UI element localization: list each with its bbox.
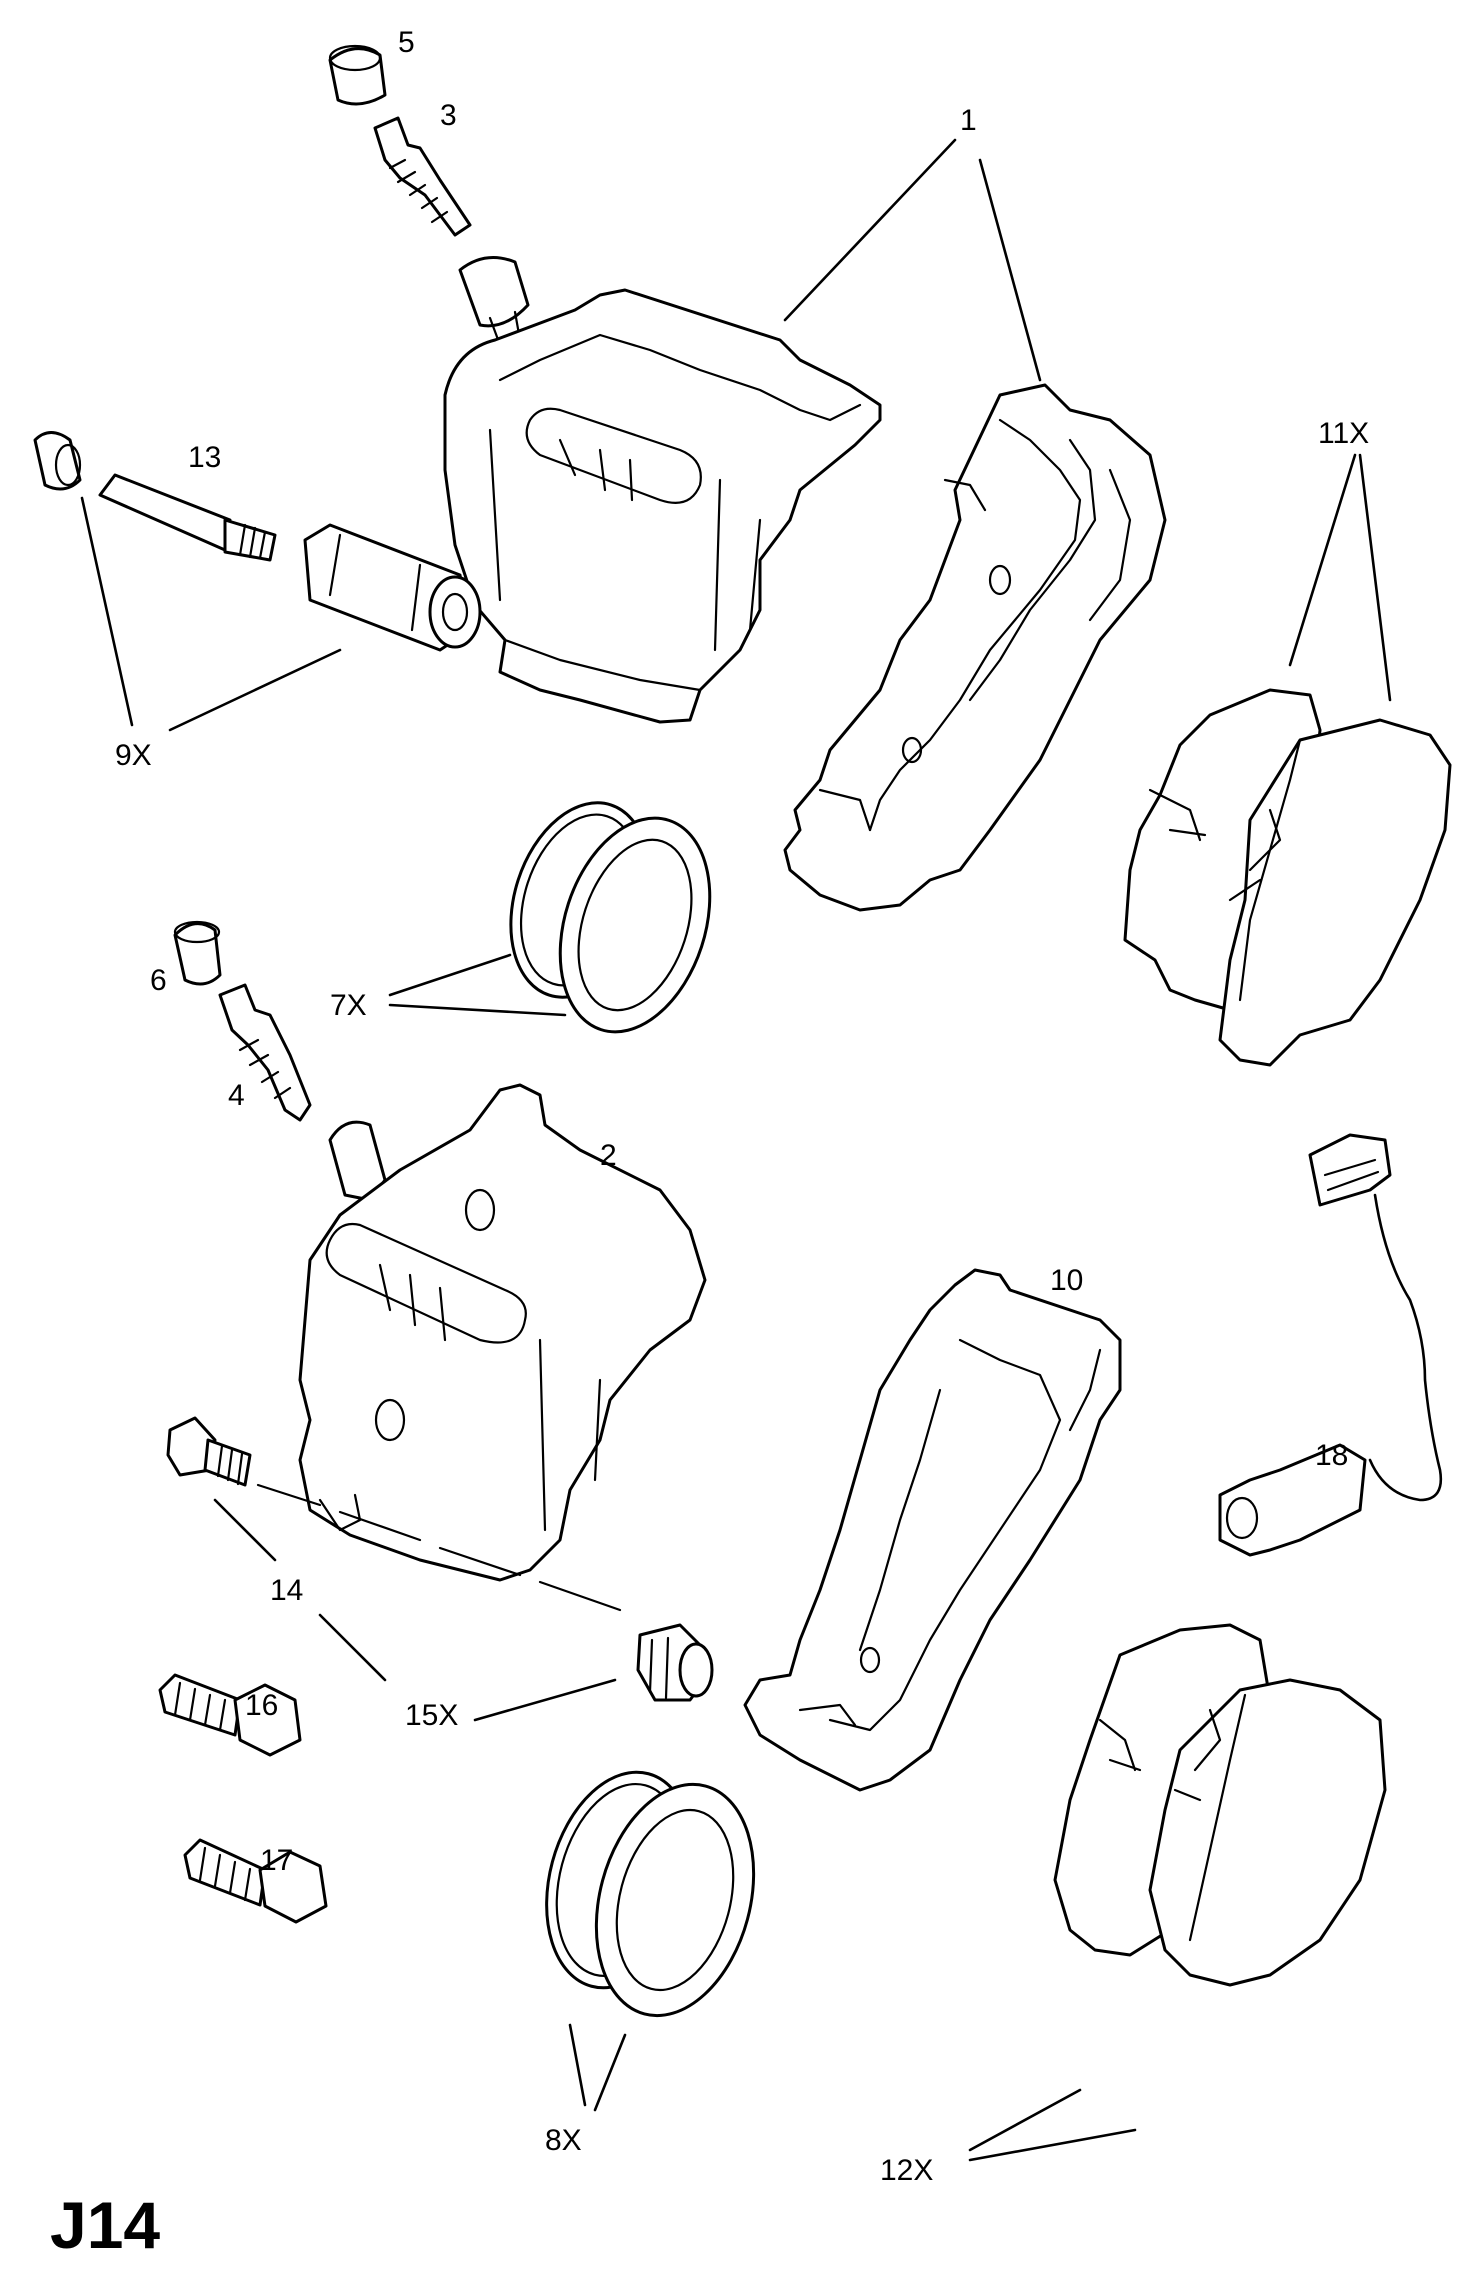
callout-4: 4	[228, 1079, 245, 1112]
callout-17: 17	[260, 1844, 293, 1877]
diagram-code: J14	[50, 2188, 160, 2262]
part-5-dust-cap	[328, 44, 387, 106]
part-1-caliper-housing	[443, 256, 882, 724]
callout-labels: 1 2 3 4 5 6 7X 8X 9X 10 11X 12X 13 14 15…	[115, 26, 1369, 2187]
callout-9x: 9X	[115, 739, 152, 772]
part-12x-brake-pads	[1053, 1623, 1387, 1987]
callout-6: 6	[150, 964, 167, 997]
callout-3: 3	[440, 99, 457, 132]
part-17-hex-bolt	[183, 1838, 328, 1924]
part-1-carrier-bracket	[783, 383, 1167, 912]
part-6-cap	[173, 920, 222, 986]
callout-5: 5	[398, 26, 415, 59]
part-10-carrier-bracket	[743, 1268, 1122, 1792]
callout-7x: 7X	[330, 989, 367, 1022]
part-14-bolt	[166, 1416, 622, 1612]
part-18-wear-sensor	[1218, 1133, 1443, 1557]
callout-2: 2	[600, 1139, 617, 1172]
leader-lines	[80, 138, 1392, 2162]
callout-10: 10	[1050, 1264, 1083, 1297]
callout-18: 18	[1315, 1439, 1348, 1472]
callout-15x: 15X	[405, 1699, 458, 1732]
part-7x-seal-rings	[509, 801, 712, 1034]
part-13-guide-pin	[33, 431, 277, 562]
part-16-hex-bolt	[158, 1673, 302, 1757]
callout-14: 14	[270, 1574, 303, 1607]
callout-11x: 11X	[1318, 417, 1369, 450]
part-11x-brake-pads	[1123, 688, 1452, 1067]
callout-1: 1	[960, 104, 977, 137]
callout-16: 16	[245, 1689, 278, 1722]
part-8x-seal-rings	[545, 1770, 756, 2018]
part-15x-bushing	[636, 1623, 714, 1702]
callout-12x: 12X	[880, 2154, 933, 2187]
part-4-bleed-screw	[218, 983, 312, 1122]
part-2-caliper-housing	[298, 1083, 707, 1582]
callout-13: 13	[188, 441, 221, 474]
part-9x-sleeve	[303, 523, 482, 652]
callout-8x: 8X	[545, 2124, 582, 2157]
part-3-bleed-valve	[373, 116, 472, 237]
